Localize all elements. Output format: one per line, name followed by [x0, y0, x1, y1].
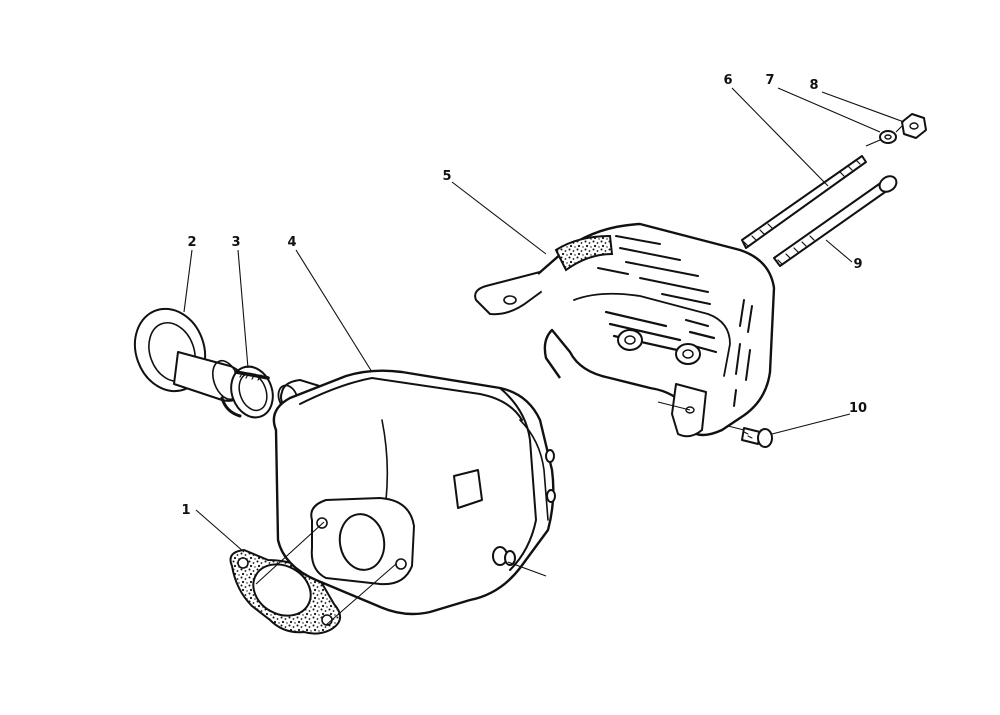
leader-2	[183, 249, 193, 313]
leader-5	[451, 181, 547, 255]
hose-clamp-part	[220, 365, 274, 419]
leader-lines	[183, 87, 905, 553]
callout-3: 3	[231, 235, 240, 250]
long-bolt-part	[741, 155, 867, 249]
leader-1	[195, 509, 245, 553]
leader-3	[237, 249, 249, 369]
callout-1: 1	[181, 503, 190, 518]
leader-6	[731, 87, 829, 187]
nut-part	[901, 113, 927, 139]
washer-part	[879, 130, 897, 144]
callout-10: 10	[849, 401, 867, 416]
callout-9: 9	[853, 257, 862, 272]
deflector-cup-part	[133, 307, 246, 402]
muffler-part	[272, 369, 556, 616]
callout-labels: 1 2 3 4 5 6 7 8 9 10	[181, 73, 867, 518]
callout-7: 7	[765, 73, 774, 88]
leader-7	[777, 87, 881, 133]
assembly-lines	[255, 125, 903, 626]
screw-part	[741, 427, 773, 448]
leader-4	[295, 249, 373, 373]
leader-10	[771, 413, 851, 435]
long-bolt-head-part	[773, 175, 898, 267]
callout-4: 4	[287, 235, 296, 250]
callout-6: 6	[723, 73, 732, 88]
leader-9	[825, 239, 853, 263]
callout-2: 2	[187, 235, 196, 250]
leader-8	[821, 91, 905, 123]
callout-5: 5	[442, 169, 451, 184]
callout-8: 8	[809, 78, 818, 93]
gasket-part	[229, 548, 341, 635]
